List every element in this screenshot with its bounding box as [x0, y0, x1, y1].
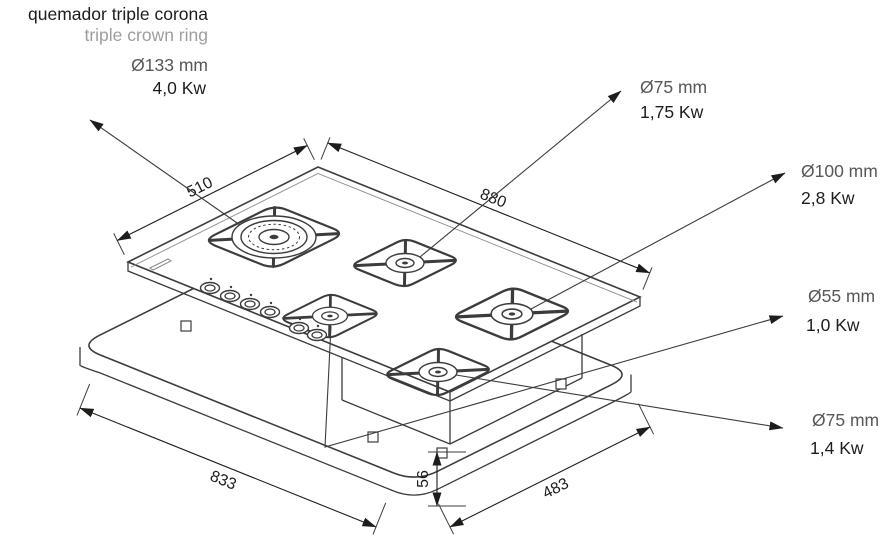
auxiliary-diameter: Ø55 mm [808, 286, 875, 306]
leader-auxiliary [324, 315, 784, 448]
auxiliary-power: 1,0 Kw [806, 315, 860, 335]
callout-semi-rapid-rear: Ø75 mm 1,75 Kw [640, 77, 707, 122]
triple-crown-title-en: triple crown ring [84, 25, 208, 45]
knob [199, 277, 221, 295]
triple-crown-power: 4,0 Kw [153, 78, 207, 98]
dim-width-value: 880 [478, 186, 509, 212]
callout-rapid: Ø100 mm 2,8 Kw [801, 161, 878, 208]
dim-height-value: 56 [415, 470, 432, 488]
rapid-diameter: Ø100 mm [801, 161, 878, 181]
dim-cutout-width-value: 833 [208, 468, 239, 494]
brand-mark [149, 258, 172, 271]
triple-crown-title-es: quemador triple corona [28, 4, 208, 24]
knob [306, 324, 328, 342]
semi-rapid-front-diameter: Ø75 mm [812, 410, 879, 430]
semi-rapid-rear-diameter: Ø75 mm [640, 77, 707, 97]
semi-rapid-front-power: 1,4 Kw [810, 438, 864, 458]
knob [288, 317, 310, 335]
semi-rapid-rear-power: 1,75 Kw [640, 102, 704, 122]
knob [259, 301, 281, 319]
callout-auxiliary: Ø55 mm 1,0 Kw [806, 286, 875, 335]
control-knobs [199, 277, 328, 342]
leader-rapid [530, 172, 786, 310]
callout-triple-crown: quemador triple corona triple crown ring… [28, 4, 208, 98]
dimension-height: 56 [415, 451, 466, 507]
rapid-power: 2,8 Kw [801, 188, 855, 208]
leader-semi-rapid-rear [419, 90, 622, 258]
knob [239, 293, 261, 311]
leader-semi-rapid-front [455, 374, 784, 431]
leader-triple-crown [89, 119, 241, 226]
knob [219, 285, 241, 303]
triple-crown-diameter: Ø133 mm [131, 55, 208, 75]
callout-semi-rapid-front: Ø75 mm 1,4 Kw [810, 410, 879, 458]
